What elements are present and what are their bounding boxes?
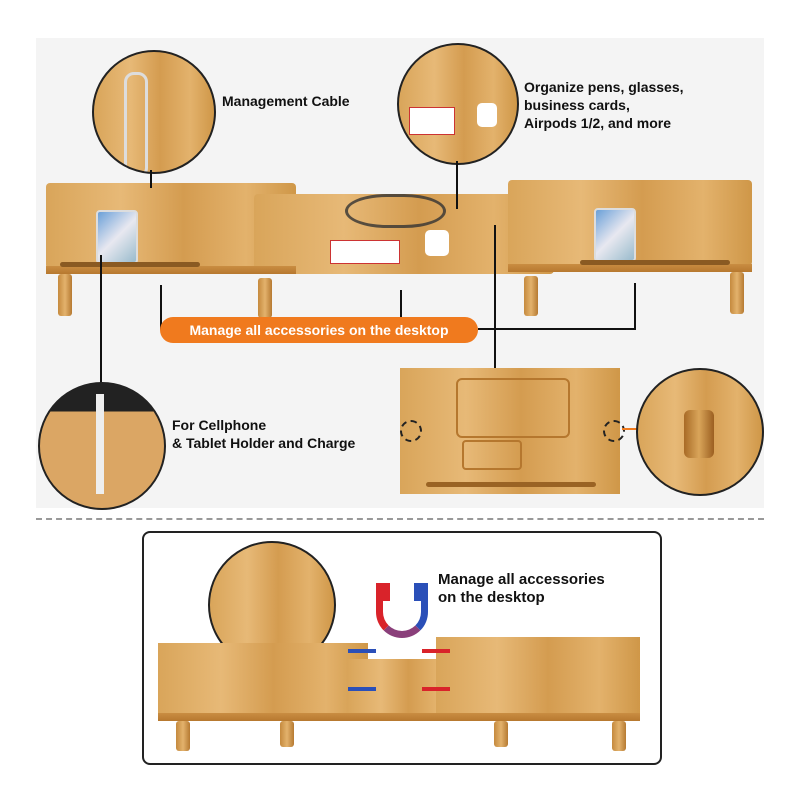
section-divider xyxy=(36,518,764,520)
expanded-stand-image xyxy=(158,637,644,757)
magnet-label: Manage all accessories on the desktop xyxy=(438,571,605,606)
monitor-stand-main xyxy=(40,180,760,330)
center-tray-image xyxy=(400,368,620,494)
accessories-banner: Manage all accessories on the desktop xyxy=(160,317,478,343)
phone-charge-closeup-image xyxy=(38,382,166,510)
cable-label: Management Cable xyxy=(222,93,350,109)
cable-closeup-image xyxy=(92,50,216,174)
organize-label: Organize pens, glasses, business cards, … xyxy=(524,79,684,131)
organizer-closeup-image xyxy=(397,43,519,165)
phone-holder-label: For Cellphone & Tablet Holder and Charge xyxy=(172,417,356,451)
peg-closeup-image xyxy=(636,368,764,496)
magnet-icon xyxy=(376,583,428,639)
magnet-feature-panel: Manage all accessories on the desktop xyxy=(142,531,662,765)
